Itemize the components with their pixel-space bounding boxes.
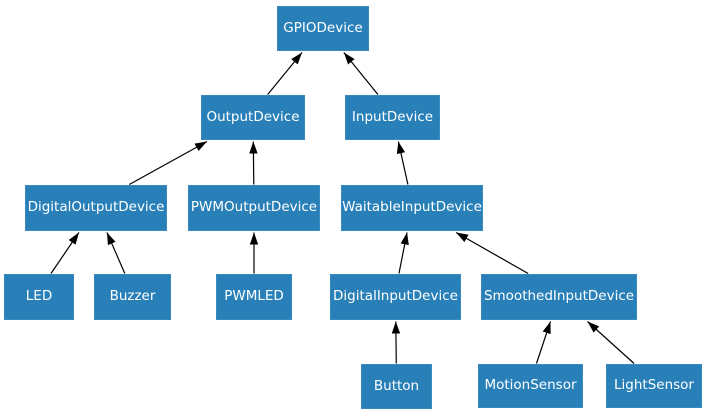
class-node-waitableinputdevice[interactable]: WaitableInputDevice: [341, 185, 483, 231]
inheritance-arrow-digitalinputdevice-to-waitableinputdevice: [398, 232, 409, 274]
class-node-buzzer[interactable]: Buzzer: [94, 274, 171, 320]
inheritance-arrow-motionsensor-to-smoothedinputdevice: [535, 321, 552, 364]
class-node-led[interactable]: LED: [4, 274, 74, 320]
class-node-smoothedinputdevice[interactable]: SmoothedInputDevice: [481, 274, 637, 320]
class-node-button[interactable]: Button: [361, 364, 432, 409]
inheritance-arrow-lightsensor-to-smoothedinputdevice: [587, 321, 635, 364]
inheritance-arrow-inputdevice-to-gpiodevice: [343, 52, 379, 95]
class-node-gpiodevice[interactable]: GPIODevice: [277, 6, 369, 51]
class-node-lightsensor[interactable]: LightSensor: [606, 364, 702, 408]
class-node-digitalinputdevice[interactable]: DigitalInputDevice: [330, 274, 461, 320]
inheritance-arrow-digitaloutputdevice-to-outputdevice: [129, 140, 208, 186]
inheritance-arrow-buzzer-to-digitaloutputdevice: [106, 232, 126, 274]
inheritance-arrow-smoothedinputdevice-to-waitableinputdevice: [455, 231, 529, 275]
inheritance-arrow-outputdevice-to-gpiodevice: [267, 52, 303, 95]
inheritance-arrow-waitableinputdevice-to-inputdevice: [396, 141, 409, 185]
class-node-pwmled[interactable]: PWMLED: [216, 274, 292, 320]
class-node-outputdevice[interactable]: OutputDevice: [201, 95, 305, 140]
class-node-motionsensor[interactable]: MotionSensor: [478, 364, 583, 408]
class-node-inputdevice[interactable]: InputDevice: [345, 95, 440, 140]
inheritance-arrow-led-to-digitaloutputdevice: [50, 232, 80, 274]
class-node-pwmoutputdevice[interactable]: PWMOutputDevice: [188, 185, 320, 231]
class-node-digitaloutputdevice[interactable]: DigitalOutputDevice: [25, 185, 167, 231]
